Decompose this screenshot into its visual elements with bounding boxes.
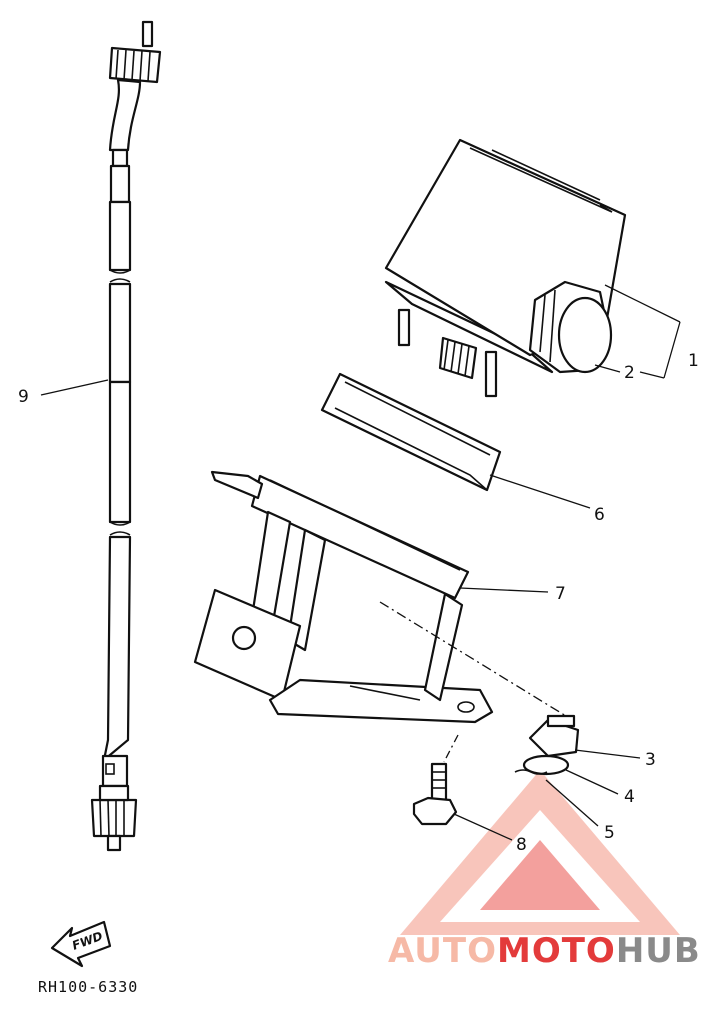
forward-arrow-icon: FWD [50,920,112,968]
watermark-logo-icon [400,770,680,935]
callout-9: 9 [18,387,29,407]
speedometer-assembly [384,138,627,398]
watermark-part-hub: HUB [616,931,701,971]
callout-7: 7 [555,584,566,604]
callout-1: 1 [688,351,699,371]
reset-knob [528,280,613,374]
mounting-bolt [412,762,458,826]
assembly-lines [379,601,567,763]
callout-2: 2 [624,363,635,383]
drawing-code: RH100-6330 [38,978,138,996]
callout-8: 8 [516,835,527,855]
watermark-text: AUTOMOTOHUB [388,931,701,971]
grommet-stack [514,714,580,776]
meter-cushion [320,372,502,492]
meter-bracket [193,470,494,724]
watermark-part-auto: AUTO [388,931,497,971]
speedometer-cable [90,20,162,852]
callout-4: 4 [624,787,635,807]
leader-lines [40,284,681,841]
callout-3: 3 [645,750,656,770]
svg-text:AUTOMOTOHUB: AUTOMOTOHUB [388,931,701,971]
watermark-part-moto: MOTO [497,931,616,971]
callout-5: 5 [604,823,615,843]
callout-6: 6 [594,505,605,525]
